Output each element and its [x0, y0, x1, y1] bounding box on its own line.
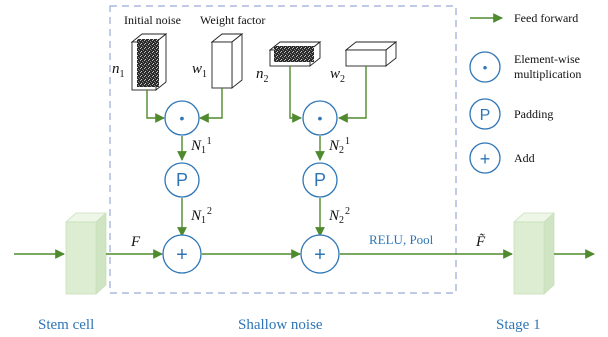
legend-multiply-icon: • [469, 51, 501, 83]
edge-n1-to-mult1 [146, 90, 165, 123]
svg-text:P: P [480, 107, 491, 124]
edge-n2-to-mult2 [289, 66, 302, 123]
add-node-2: + [300, 234, 340, 274]
multiply-node-2: • [302, 100, 338, 136]
legend-add-icon: + [469, 142, 501, 174]
svg-text:•: • [180, 110, 185, 126]
svg-text:•: • [318, 110, 323, 126]
svg-text:P: P [176, 170, 188, 190]
shallow-noise-label: Shallow noise [238, 317, 323, 333]
F-label: F [130, 234, 141, 250]
F-tilde-label: F̃ [475, 234, 486, 250]
stem-cell-label: Stem cell [38, 317, 94, 333]
stage1-label: Stage 1 [496, 317, 541, 333]
legend-padding-icon: P [469, 98, 501, 130]
edge-w1-to-mult1 [199, 88, 223, 123]
edge-w2-to-mult2 [338, 66, 367, 123]
relu-pool-label: RELU, Pool [369, 232, 434, 247]
svg-text:+: + [176, 244, 188, 266]
w2-label: w2 [330, 66, 345, 85]
w1-label: w1 [192, 61, 207, 80]
stem-cell-block [64, 212, 108, 295]
weight-factor-label: Weight factor [200, 13, 265, 27]
N12-label: N12 [190, 206, 212, 226]
N11-label: N11 [190, 136, 212, 156]
shallow-noise-box [109, 5, 457, 294]
N22-label: N22 [328, 206, 350, 226]
w2-weight-box [344, 41, 398, 67]
multiply-node-1: • [164, 100, 200, 136]
n2-noise-box [268, 41, 322, 67]
N21-label: N21 [328, 136, 350, 156]
initial-noise-label: Initial noise [124, 13, 181, 27]
padding-node-1: P [164, 162, 200, 198]
svg-text:+: + [480, 149, 491, 169]
n1-noise-box [130, 33, 168, 91]
svg-text:P: P [314, 170, 326, 190]
svg-text:+: + [314, 244, 326, 266]
n2-label: n2 [256, 66, 269, 85]
w1-weight-box [210, 33, 244, 89]
add-node-1: + [162, 234, 202, 274]
padding-node-2: P [302, 162, 338, 198]
n1-label: n1 [112, 61, 125, 80]
legend-padding-label: Padding [514, 107, 553, 121]
legend-add-label: Add [514, 151, 535, 165]
legend-feed-forward-label: Feed forward [514, 11, 578, 25]
svg-text:•: • [483, 60, 488, 75]
stage1-block [512, 212, 556, 295]
